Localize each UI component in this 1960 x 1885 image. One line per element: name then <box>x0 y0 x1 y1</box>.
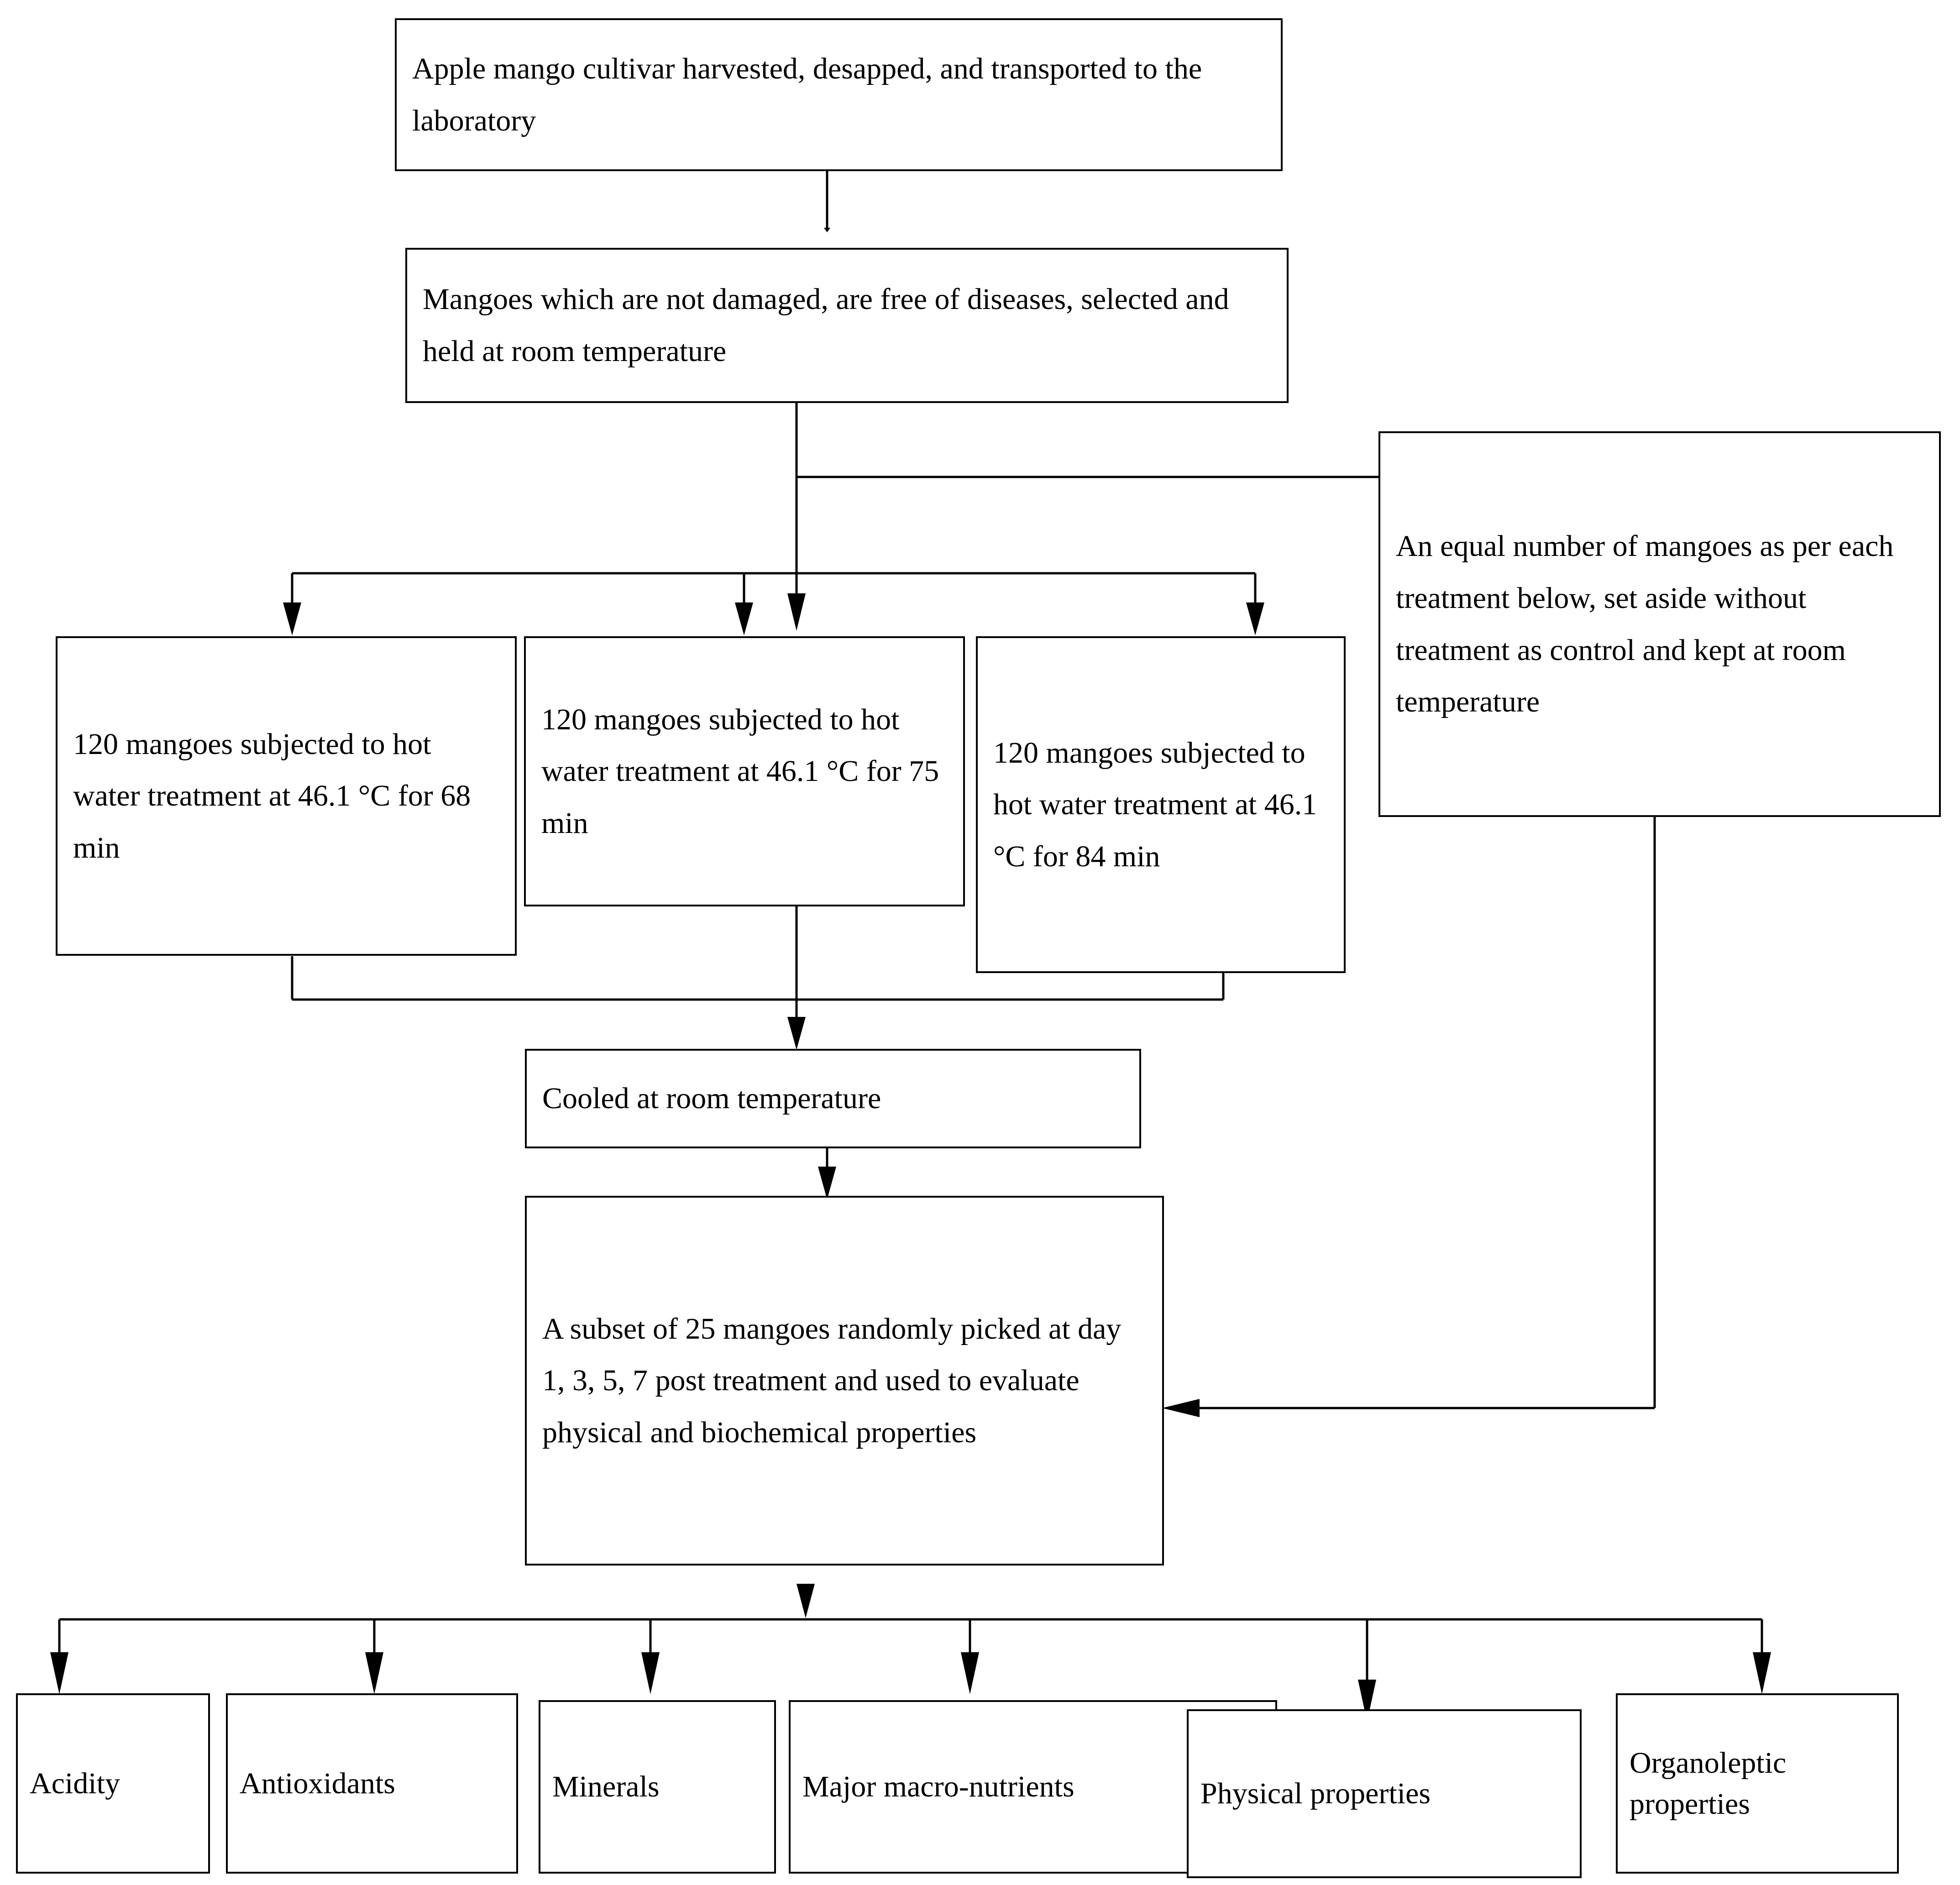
node-harvest-label: Apple mango cultivar harvested, desapped… <box>412 52 1202 137</box>
node-cooled[interactable]: Cooled at room temperature <box>525 1049 1141 1148</box>
arrowhead-cooled <box>787 1017 806 1050</box>
node-treatment-2-label: 120 mangoes subjected to hot water treat… <box>541 702 939 840</box>
node-selection-label: Mangoes which are not damaged, are free … <box>423 283 1229 368</box>
outcome-label-antioxidants: Antioxidants <box>240 1766 395 1800</box>
outcome-box-physical-properties[interactable]: Physical properties <box>1187 1709 1582 1878</box>
arrowhead-treatment-3 <box>1246 602 1264 635</box>
arrowhead-control-subset <box>1162 1399 1200 1417</box>
outcome-box-minerals[interactable]: Minerals <box>539 1700 776 1874</box>
node-treatment-1[interactable]: 120 mangoes subjected to hot water treat… <box>56 636 517 956</box>
arrowhead-outcome-1 <box>50 1652 68 1694</box>
node-subset-label: A subset of 25 mangoes randomly picked a… <box>542 1312 1121 1449</box>
arrowhead-outcome-3 <box>641 1652 660 1694</box>
node-cooled-label: Cooled at room temperature <box>542 1082 881 1115</box>
outcome-label-minerals: Minerals <box>552 1770 660 1804</box>
node-control[interactable]: An equal number of mangoes as per each t… <box>1378 431 1941 817</box>
node-harvest[interactable]: Apple mango cultivar harvested, desapped… <box>395 18 1283 171</box>
arrowhead-outcome-6 <box>1753 1652 1771 1694</box>
node-treatment-2[interactable]: 120 mangoes subjected to hot water treat… <box>524 636 965 906</box>
arrowhead-outcome-4 <box>961 1652 979 1694</box>
node-treatment-3[interactable]: 120 mangoes subjected to hot water treat… <box>976 636 1346 973</box>
node-treatment-3-label: 120 mangoes subjected to hot water treat… <box>993 736 1317 873</box>
outcome-box-antioxidants[interactable]: Antioxidants <box>226 1693 518 1874</box>
node-selection[interactable]: Mangoes which are not damaged, are free … <box>405 248 1289 403</box>
node-subset[interactable]: A subset of 25 mangoes randomly picked a… <box>525 1196 1164 1566</box>
node-treatment-1-label: 120 mangoes subjected to hot water treat… <box>73 727 471 864</box>
node-control-label: An equal number of mangoes as per each t… <box>1396 529 1894 719</box>
outcome-box-organoleptic-properties[interactable]: Organoleptic properties <box>1616 1693 1899 1874</box>
arrowhead-subset <box>818 1167 836 1199</box>
arrowhead-outcome-bar <box>797 1584 815 1618</box>
outcome-label-organoleptic-properties: Organoleptic properties <box>1630 1746 1787 1821</box>
outcome-label-acidity: Acidity <box>30 1766 120 1800</box>
arrowhead-outcome-2 <box>365 1652 383 1694</box>
arrowhead-treatment-1 <box>283 602 301 635</box>
arrowhead-selection-split <box>787 593 806 631</box>
outcome-label-macronutrients: Major macro-nutrients <box>802 1770 1074 1804</box>
arrowhead-treatment-2 <box>735 602 753 635</box>
outcome-box-acidity[interactable]: Acidity <box>16 1693 210 1874</box>
outcome-label-physical-properties: Physical properties <box>1200 1777 1431 1811</box>
